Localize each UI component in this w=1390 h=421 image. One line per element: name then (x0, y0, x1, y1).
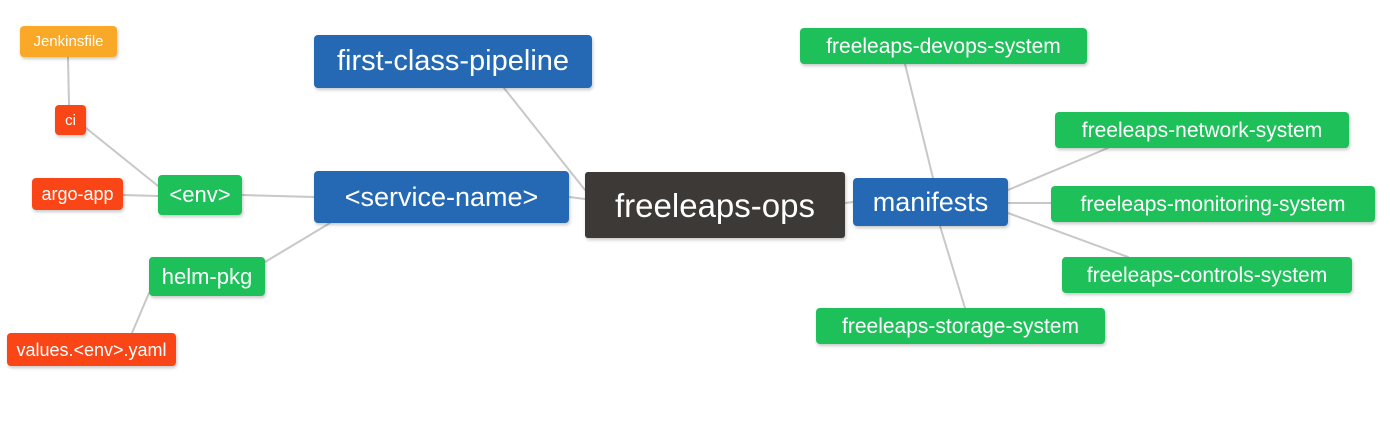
mindmap-edge-service-name-to-env (241, 194, 315, 198)
mindmap-edge-manifests-to-freeleaps-storage-system (939, 225, 966, 309)
mindmap-node-manifests[interactable]: manifests (853, 178, 1008, 226)
mindmap-node-freeleaps-network-system[interactable]: freeleaps-network-system (1055, 112, 1349, 148)
mindmap-node-freeleaps-controls-system[interactable]: freeleaps-controls-system (1062, 257, 1352, 293)
mindmap-edge-freeleaps-ops-to-manifests (844, 201, 854, 204)
mindmap-edge-manifests-to-freeleaps-devops-system (904, 63, 934, 179)
mindmap-edge-helm-pkg-to-values-env-yaml (131, 292, 150, 334)
mindmap-node-values-env-yaml[interactable]: values.<env>.yaml (7, 333, 176, 366)
mindmap-node-argo-app[interactable]: argo-app (32, 178, 123, 210)
mindmap-edge-ci-to-jenkinsfile (67, 56, 70, 106)
mindmap-node-first-class-pipeline[interactable]: first-class-pipeline (314, 35, 592, 88)
mindmap-node-jenkinsfile[interactable]: Jenkinsfile (20, 26, 117, 57)
mindmap-node-freeleaps-storage-system[interactable]: freeleaps-storage-system (816, 308, 1105, 344)
mindmap-edge-env-to-argo-app (122, 194, 159, 197)
mindmap-node-ci[interactable]: ci (55, 105, 86, 135)
mindmap-node-service-name[interactable]: <service-name> (314, 171, 569, 223)
mindmap-edge-freeleaps-ops-to-service-name (568, 196, 586, 200)
mindmap-edge-service-name-to-helm-pkg (264, 222, 331, 263)
mindmap-node-helm-pkg[interactable]: helm-pkg (149, 257, 265, 296)
mindmap-edge-manifests-to-freeleaps-network-system (1007, 147, 1109, 191)
mindmap-node-freeleaps-ops[interactable]: freeleaps-ops (585, 172, 845, 238)
mindmap-node-freeleaps-devops-system[interactable]: freeleaps-devops-system (800, 28, 1087, 64)
mindmap-node-env[interactable]: <env> (158, 175, 242, 215)
mindmap-node-freeleaps-monitoring-system[interactable]: freeleaps-monitoring-system (1051, 186, 1375, 222)
